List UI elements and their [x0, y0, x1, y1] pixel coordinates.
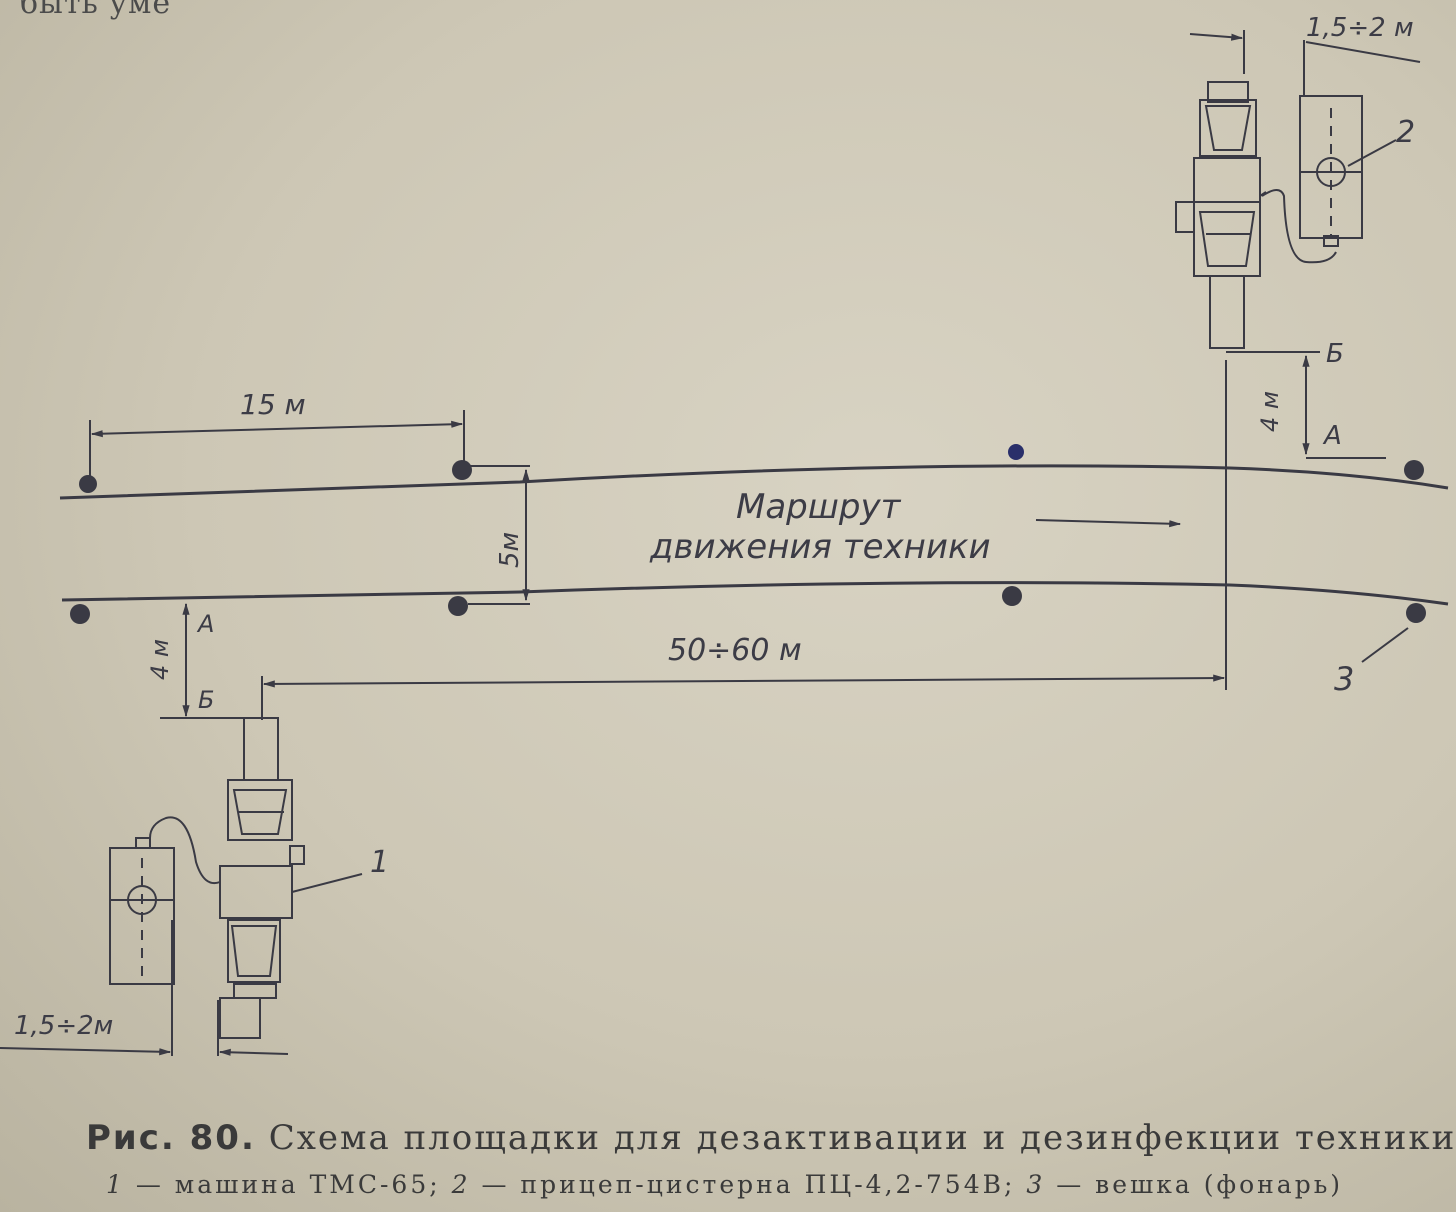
- dimension-4m-left-label: 4 м: [146, 639, 174, 680]
- marker-post: [1404, 460, 1424, 480]
- marker-post: [452, 460, 472, 480]
- point-b-right: Б: [1326, 339, 1344, 369]
- tms-65-vehicle-bottom: [219, 717, 305, 1039]
- dimension-5m: [468, 465, 530, 605]
- figure-title: Схема площадки для дезактивации и дезинф…: [268, 1118, 1456, 1158]
- marker-posts: [70, 444, 1426, 624]
- route-label-line2: движения техники: [649, 527, 991, 567]
- trailer-tank-top: [1299, 95, 1363, 247]
- legend-num: 2: [451, 1170, 471, 1199]
- route-direction-arrow: [1035, 519, 1182, 528]
- point-a-right: А: [1322, 421, 1342, 451]
- dimension-4m-right-label: 4 м: [1256, 391, 1284, 432]
- figure-ref: Рис. 80.: [86, 1118, 256, 1158]
- callout-line-2: [1347, 139, 1397, 167]
- dimension-1-5-2m-bottom: [0, 920, 289, 1056]
- trailer-tank-bottom: [109, 837, 175, 985]
- callout-line-3: [1361, 627, 1409, 663]
- site-scheme-diagram: 15 м 5м Маршрут движения техники 4 м А Б…: [0, 13, 1449, 1056]
- legend-text: — вешка (фонарь): [1056, 1170, 1344, 1199]
- dimension-4m-right: [1226, 351, 1386, 459]
- marker-post: [448, 596, 468, 616]
- callout-line-1: [291, 873, 363, 893]
- marker-post: [1406, 603, 1426, 623]
- road-edge-top: [59, 464, 1449, 500]
- dimension-1-5-2m-bottom-label: 1,5÷2м: [14, 1011, 113, 1041]
- road-edge-bottom: [61, 581, 1449, 606]
- point-a-left: А: [196, 610, 214, 638]
- dimension-5m-label: 5м: [495, 532, 525, 568]
- marker-post: [1008, 444, 1024, 460]
- marker-post: [79, 475, 97, 493]
- hose-top: [1261, 189, 1337, 264]
- marker-post: [1002, 586, 1022, 606]
- tms-65-vehicle-top: [1175, 81, 1267, 349]
- legend-text: — машина ТМС-65;: [135, 1170, 441, 1199]
- point-b-left: Б: [198, 686, 214, 714]
- legend-text: — прицеп-цистерна ПЦ-4,2-754В;: [481, 1170, 1016, 1199]
- dimension-15m-label: 15 м: [240, 388, 306, 421]
- dimension-50-60m: [261, 360, 1227, 720]
- dimension-50-60m-label: 50÷60 м: [668, 633, 802, 668]
- cut-off-text-fragment: быть уме: [20, 0, 172, 21]
- hose-bottom: [149, 816, 221, 884]
- callout-3: 3: [1334, 660, 1354, 698]
- route-label-line1: Маршрут: [736, 487, 902, 527]
- dimension-15m: [89, 410, 465, 478]
- marker-post: [70, 604, 90, 624]
- dimension-1-5-2m-top: [1189, 30, 1421, 96]
- callout-1: 1: [370, 845, 389, 880]
- caption-title-line: Рис. 80. Схема площадки для дезактивации…: [86, 1118, 1456, 1158]
- callout-2: 2: [1396, 115, 1415, 150]
- caption-legend-line: 1 — машина ТМС-65; 2 — прицеп-цистерна П…: [106, 1170, 1406, 1199]
- legend-num: 3: [1026, 1170, 1046, 1199]
- dimension-1-5-2m-top-label: 1,5÷2 м: [1306, 13, 1414, 43]
- legend-num: 1: [106, 1170, 125, 1199]
